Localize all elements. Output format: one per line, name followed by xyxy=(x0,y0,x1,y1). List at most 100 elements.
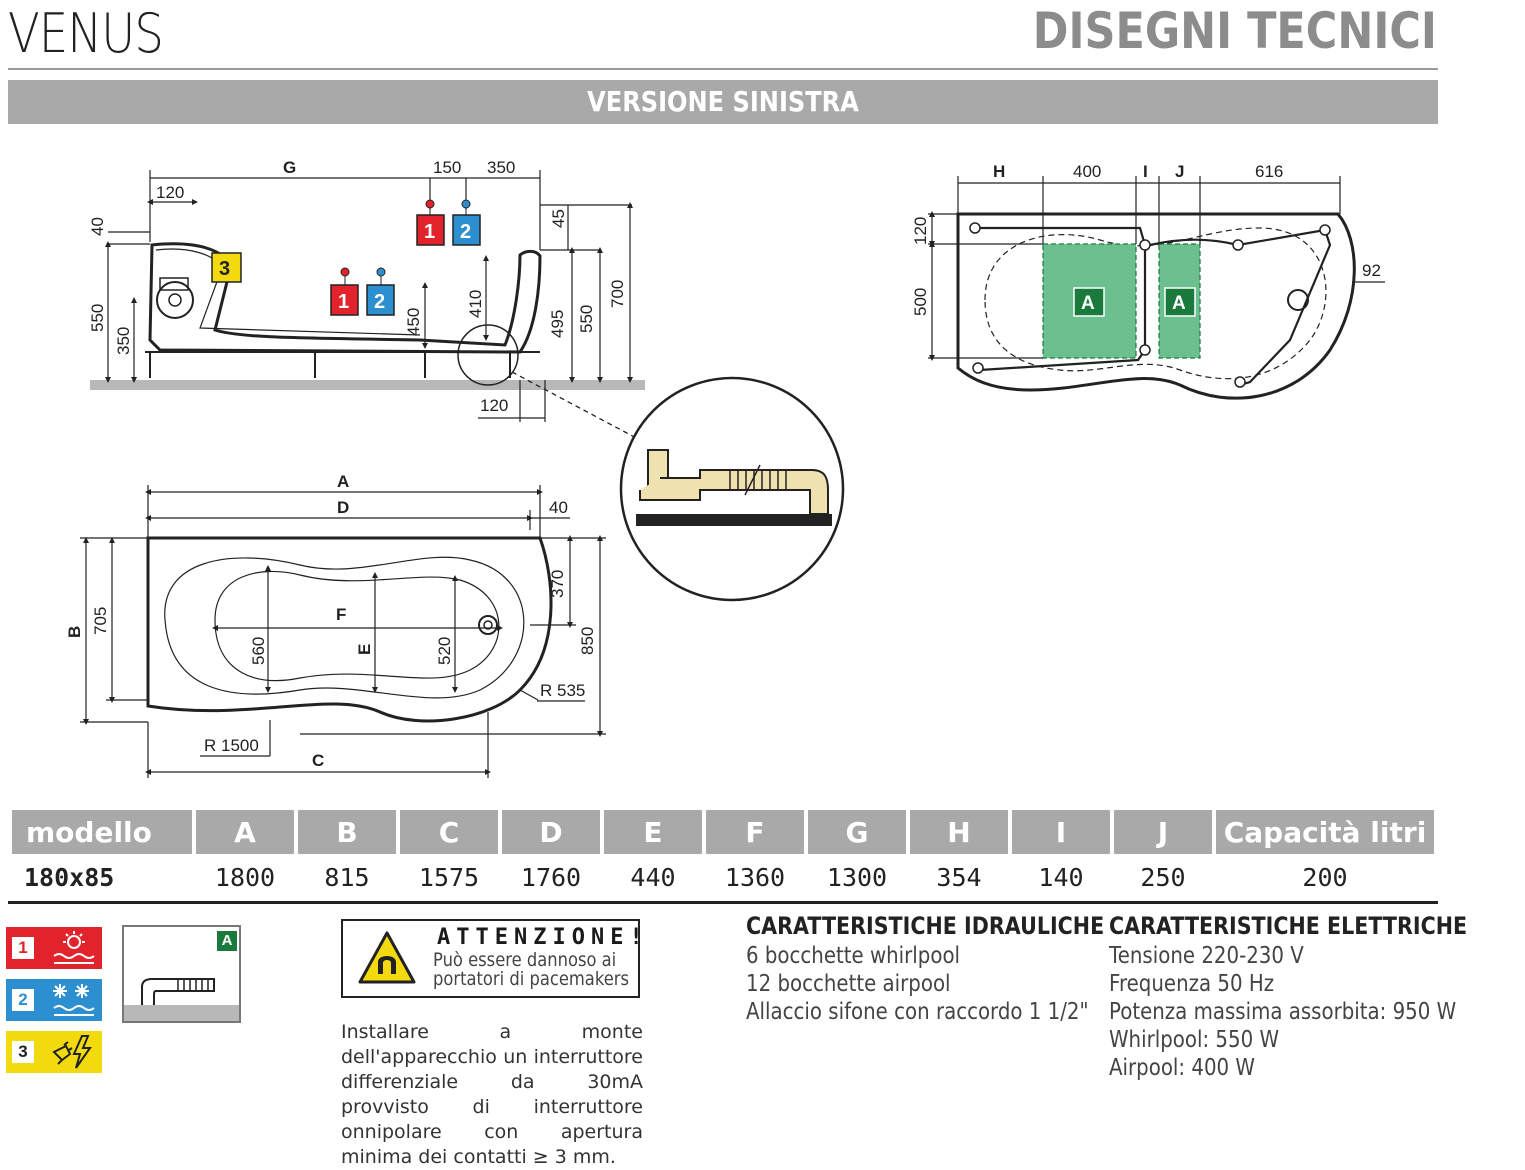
drain-legend: A xyxy=(122,925,241,1023)
col-d: D xyxy=(502,810,600,854)
legend-num-3: 3 xyxy=(12,1041,34,1063)
legend-electric: 3 xyxy=(6,1031,102,1073)
section-title: DISEGNI TECNICI xyxy=(1032,2,1437,60)
side-view-markers: 1 2 1 2 3 xyxy=(211,199,481,316)
plan-view xyxy=(80,485,606,778)
cell-model: 180x85 xyxy=(24,862,115,892)
cell-e: 440 xyxy=(630,862,676,892)
electric-item: Potenza massima assorbita: 950 W xyxy=(1109,999,1457,1025)
jet-view xyxy=(928,176,1385,400)
cell-g: 1300 xyxy=(826,862,888,892)
dim-520: 520 xyxy=(435,637,454,665)
technical-drawings: G 150 350 120 40 550 350 45 410 450 495 … xyxy=(65,158,1385,778)
hot-water-marker-low xyxy=(330,284,359,316)
drain-tag: A xyxy=(217,931,237,951)
col-h: H xyxy=(910,810,1008,854)
warning-line-1: Può essere dannoso ai xyxy=(433,949,617,971)
dim-j: J xyxy=(1175,162,1184,181)
marker-3: 3 xyxy=(219,258,230,280)
pump-icon xyxy=(156,281,194,319)
col-capacita: Capacità litri xyxy=(1216,810,1434,854)
zone-a-tag-right xyxy=(1164,287,1196,317)
marker-2: 2 xyxy=(460,221,471,243)
dim-550-right: 550 xyxy=(577,305,596,333)
electric-item: Tensione 220-230 V xyxy=(1109,943,1304,969)
dim-560: 560 xyxy=(249,637,268,665)
version-banner: VERSIONE SINISTRA xyxy=(8,80,1438,124)
dim-500: 500 xyxy=(911,288,930,316)
header-divider xyxy=(8,68,1438,70)
col-e: E xyxy=(604,810,702,854)
col-f: F xyxy=(706,810,804,854)
col-c: C xyxy=(400,810,498,854)
dim-120-bottom: 120 xyxy=(480,396,508,415)
legend-num-1: 1 xyxy=(12,937,34,959)
cold-water-marker-low xyxy=(366,284,395,316)
hydraulic-item: Allaccio sifone con raccordo 1 1/2" xyxy=(746,999,1089,1025)
version-label: VERSIONE SINISTRA xyxy=(587,85,859,118)
dim-616: 616 xyxy=(1255,162,1283,181)
dim-120-jet: 120 xyxy=(911,217,930,245)
col-a: A xyxy=(196,810,294,854)
legend-num-2: 2 xyxy=(12,989,34,1011)
dim-f: F xyxy=(336,605,346,624)
radius-535: R 535 xyxy=(540,681,585,700)
side-view-labels: G 150 350 120 40 550 350 45 410 450 495 … xyxy=(88,158,627,415)
hot-water-icon xyxy=(53,931,95,964)
cell-c: 1575 xyxy=(418,862,480,892)
cell-b: 815 xyxy=(324,862,370,892)
cold-water-icon xyxy=(53,984,95,1016)
dim-i: I xyxy=(1143,162,1148,181)
zone-label-left: A xyxy=(1081,293,1095,314)
cell-i: 140 xyxy=(1038,862,1084,892)
radius-1500: R 1500 xyxy=(204,736,259,755)
drain-pipe-icon xyxy=(141,978,215,1005)
dim-350: 350 xyxy=(487,158,515,177)
jet-view-labels: H 400 I J 616 120 500 92 A A xyxy=(911,162,1381,317)
electric-item: Airpool: 400 W xyxy=(1109,1055,1255,1081)
drain-floor xyxy=(124,1005,239,1021)
dim-550-left: 550 xyxy=(88,304,107,332)
marker-2-low: 2 xyxy=(374,291,385,313)
hydraulic-item: 6 bocchette whirlpool xyxy=(746,943,961,969)
dim-495: 495 xyxy=(548,310,567,338)
dim-e: E xyxy=(355,644,374,655)
spec-table: modello A B C D E F G H I J Capacità lit… xyxy=(8,810,1438,900)
legend-cold-water: 2 xyxy=(6,979,102,1021)
warning-title: ATTENZIONE! xyxy=(437,925,649,950)
table-row: 180x85 1800 815 1575 1760 440 1360 1300 … xyxy=(12,854,1434,900)
hydraulic-title: CARATTERISTICHE IDRAULICHE xyxy=(746,912,1105,940)
page-title: VENUS xyxy=(8,2,164,65)
dim-c: C xyxy=(312,751,324,770)
cell-capacita: 200 xyxy=(1302,862,1348,892)
magnet-warning-icon xyxy=(358,931,416,984)
warning-line-2: portatori di pacemakers xyxy=(433,968,629,990)
cell-f: 1360 xyxy=(724,862,786,892)
col-g: G xyxy=(808,810,906,854)
dim-410: 410 xyxy=(466,290,485,318)
col-b: B xyxy=(298,810,396,854)
hydraulic-section: CARATTERISTICHE IDRAULICHE 6 bocchette w… xyxy=(746,912,1162,1026)
dim-g: G xyxy=(283,158,296,177)
dim-350-left: 350 xyxy=(114,327,133,355)
zone-a-tag-left xyxy=(1073,287,1105,317)
electric-marker xyxy=(211,252,242,283)
dim-450: 450 xyxy=(404,308,423,336)
install-note: Installare a monte dell'apparecchio un i… xyxy=(341,1021,643,1168)
table-header-row: modello A B C D E F G H I J Capacità lit… xyxy=(12,810,1434,854)
dim-370: 370 xyxy=(548,570,567,598)
dim-850: 850 xyxy=(578,627,597,655)
hot-water-marker xyxy=(416,214,445,246)
table-divider xyxy=(8,901,1438,904)
cell-j: 250 xyxy=(1140,862,1186,892)
dim-705: 705 xyxy=(91,607,110,635)
cell-d: 1760 xyxy=(520,862,582,892)
marker-1: 1 xyxy=(424,221,435,243)
dim-h: H xyxy=(993,162,1005,181)
warning-box xyxy=(341,919,640,998)
jet-outline xyxy=(956,212,1356,400)
electric-item: Frequenza 50 Hz xyxy=(1109,971,1275,997)
dim-400: 400 xyxy=(1073,162,1101,181)
cold-water-marker xyxy=(452,214,481,246)
dim-120-top: 120 xyxy=(156,183,184,202)
